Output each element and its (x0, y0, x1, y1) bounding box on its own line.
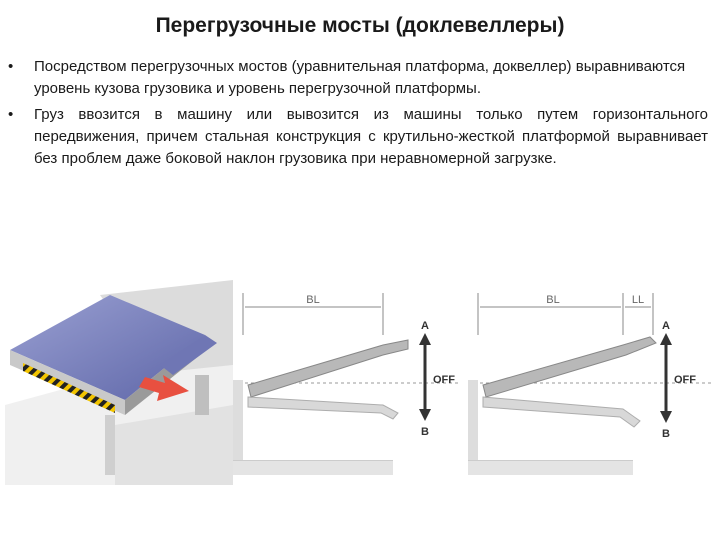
leveller-profile-bl: BL A OFF B (233, 293, 458, 475)
bl-label: BL (306, 294, 319, 306)
hazard-stripes (23, 363, 115, 413)
dock-wall (115, 405, 233, 485)
bullet-text: Груз ввозится в машину или вывозится из … (34, 106, 708, 167)
a-label: A (662, 320, 670, 332)
a-label: A (421, 320, 429, 332)
leveller-profile-bl-ll: BL LL A OFF B (468, 293, 713, 475)
bullet-icon: • (8, 58, 14, 75)
deck-raised (482, 336, 657, 398)
b-label: B (662, 428, 670, 440)
pit-floor (468, 461, 633, 475)
slide-title: Перегрузочные мосты (доклевеллеры) (155, 14, 565, 37)
bullet-item: • Посредством перегрузочных мостов (урав… (8, 56, 708, 100)
bullet-item: • Груз ввозится в машину или вывозится и… (8, 104, 708, 170)
off-label: OFF (674, 374, 696, 386)
arrow-up-icon (419, 333, 431, 345)
deck-lowered (482, 396, 641, 428)
off-label: OFF (433, 374, 455, 386)
b-label: B (421, 426, 429, 438)
pit-floor (233, 461, 393, 475)
bullet-list: • Посредством перегрузочных мостов (урав… (8, 56, 708, 174)
dock-leveller-illustration (5, 280, 233, 485)
arrow-down-icon (660, 411, 672, 423)
direction-arrow-icon (139, 375, 189, 401)
bl-label: BL (546, 294, 559, 306)
bullet-text: Посредством перегрузочных мостов (уравни… (34, 58, 686, 97)
pit-wall (468, 380, 478, 460)
deck-raised (247, 339, 409, 398)
deck-lip (160, 335, 217, 375)
bullet-icon: • (8, 106, 14, 123)
support-post (105, 415, 115, 475)
leveller-deck (10, 295, 205, 400)
arrow-up-icon (660, 333, 672, 345)
arrow-down-icon (419, 409, 431, 421)
pit-wall (233, 380, 243, 460)
ll-label: LL (632, 294, 644, 306)
support-post (195, 375, 209, 415)
deck-lowered (247, 396, 399, 420)
